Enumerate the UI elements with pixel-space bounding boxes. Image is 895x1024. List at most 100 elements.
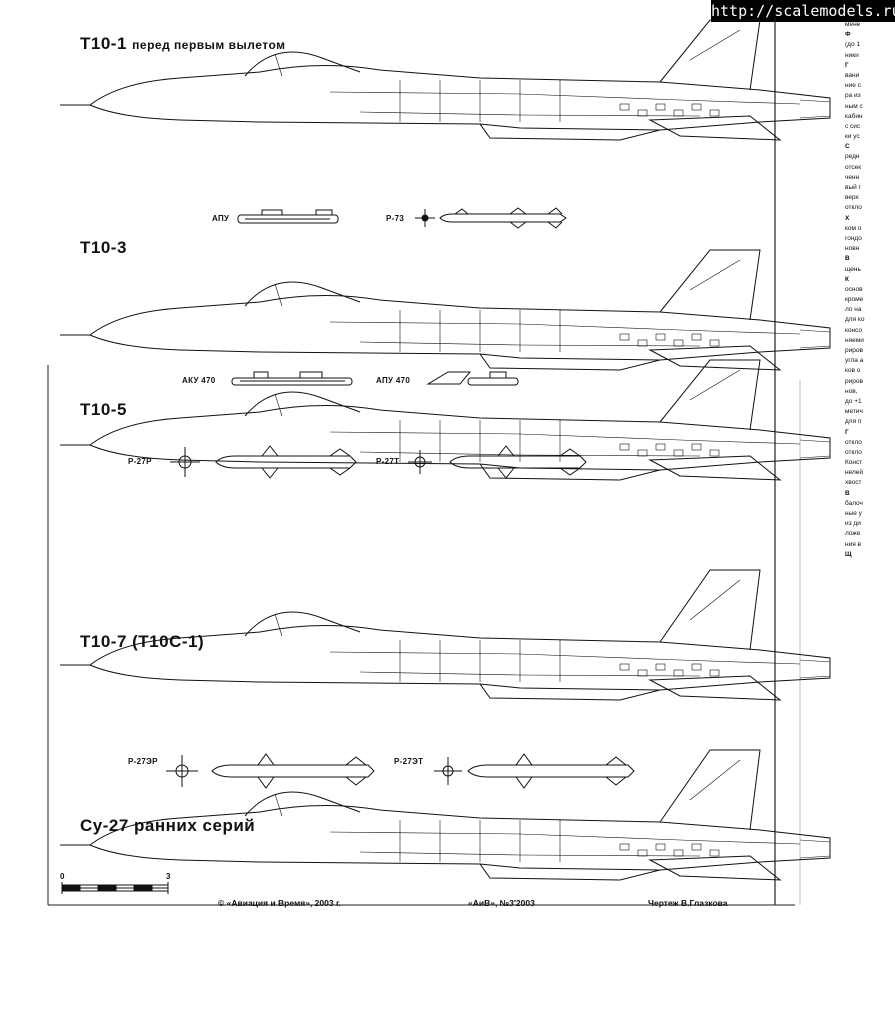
footer-copyright: © «Авиация и Время», 2003 г. <box>218 898 341 908</box>
drawing-title-main: Су-27 ранних серий <box>80 816 256 835</box>
side-text-line: Щ <box>845 550 852 558</box>
intake <box>479 683 661 701</box>
side-text-line: кабин <box>845 112 863 120</box>
drawing-title-main: Т10-7 (Т10С-1) <box>80 632 205 651</box>
side-text-line: хвост <box>845 479 862 487</box>
side-text-line: редн <box>845 153 860 161</box>
side-text-line: ным с <box>845 102 863 110</box>
canopy <box>244 391 361 417</box>
engine-nozzle <box>799 839 831 859</box>
intake <box>479 863 661 881</box>
side-text-line: балоч <box>845 499 863 507</box>
side-text-line: консо <box>845 326 863 334</box>
side-text-line: В <box>845 489 850 497</box>
side-text-line: мене <box>845 21 861 28</box>
aircraft-t10-7 <box>60 569 831 701</box>
aircraft-su27-early <box>60 749 831 881</box>
side-text-line: вани <box>845 71 860 79</box>
side-text-line: откло <box>845 204 862 212</box>
weapon-label-r27r: Р-27Р <box>128 457 152 466</box>
drawing-title: Т10-5 <box>80 400 127 420</box>
side-text-line: угла а <box>845 357 864 365</box>
side-text-line: для ко <box>845 316 865 324</box>
side-text-line: верх <box>845 194 859 202</box>
drawing-title: Т10-7 (Т10С-1) <box>80 632 204 652</box>
side-text-line: основ <box>845 285 863 293</box>
vertical-fin <box>659 249 761 321</box>
scale-bar <box>61 882 169 894</box>
side-text-line: ки ус <box>845 133 860 141</box>
vertical-fin <box>659 569 761 651</box>
horizontal-stabilizer <box>648 855 782 881</box>
weapon-label-r27t: Р-27Т <box>376 457 400 466</box>
side-text-line: Х <box>845 214 850 222</box>
side-text-line: К <box>845 275 849 283</box>
vertical-fin <box>659 19 761 91</box>
side-text-line: нелей <box>845 469 864 477</box>
weapon-label-r27er: Р-27ЭР <box>128 757 158 766</box>
side-text-line: ков о <box>845 367 861 375</box>
side-text-line: Г <box>845 428 849 436</box>
drawing-title-main: Т10-5 <box>80 400 127 419</box>
weapon-apu <box>237 209 339 224</box>
side-text-line: кроме <box>845 296 864 304</box>
canopy <box>244 281 361 307</box>
side-text-line: ком о <box>845 224 862 232</box>
weapon-apu470 <box>426 371 519 386</box>
vertical-fin <box>659 359 761 431</box>
side-text-line: ченн <box>845 173 860 181</box>
weapon-label-r27et: Р-27ЭТ <box>394 757 424 766</box>
fuselage <box>89 804 831 871</box>
scale-end-label: 3 <box>166 872 171 881</box>
side-text-line: ние с <box>845 82 861 90</box>
horizontal-stabilizer <box>648 345 782 371</box>
side-text-line: ра из <box>845 92 861 100</box>
side-text-line: новн <box>845 245 860 253</box>
intake <box>479 123 661 141</box>
weapon-label-apu470: АПУ 470 <box>376 376 411 385</box>
weapon-label-aku470: АКУ 470 <box>182 376 216 385</box>
side-text-line: риров <box>845 377 863 385</box>
drawing-title: Т10-3 <box>80 238 127 258</box>
horizontal-stabilizer <box>648 455 782 481</box>
side-text-line: откло <box>845 438 862 446</box>
side-text-line: Г <box>845 61 849 69</box>
engine-nozzle <box>799 99 831 119</box>
intake <box>479 353 661 371</box>
aircraft-t10-5 <box>60 359 831 481</box>
horizontal-stabilizer <box>648 115 782 141</box>
fuselage <box>89 404 831 471</box>
side-text-line: Конст <box>845 459 863 467</box>
side-text-line: ния в <box>845 540 861 548</box>
canopy <box>244 611 361 637</box>
side-text-line: метич <box>845 408 863 416</box>
weapon-r27t <box>408 445 587 479</box>
drawing-title-main: Т10-1 <box>80 34 127 53</box>
horizontal-stabilizer <box>648 675 782 701</box>
engine-nozzle <box>799 329 831 349</box>
side-text-line: с сис <box>845 122 861 130</box>
drawing-title-sub: перед первым вылетом <box>132 38 286 52</box>
canopy <box>244 51 361 77</box>
side-text-line: риров <box>845 347 863 354</box>
drawing-title: Т10-1 перед первым вылетом <box>80 34 286 54</box>
drawing-title-main: Т10-3 <box>80 238 127 257</box>
side-text-line: ло на <box>845 306 862 314</box>
side-text-line: отсек <box>845 163 862 171</box>
side-text-line: ные у <box>845 510 862 517</box>
side-text-line: из ди <box>845 520 861 528</box>
vertical-fin <box>659 749 761 831</box>
footer-issue: «АиВ», №3'2003 <box>468 898 535 908</box>
engine-nozzle <box>799 659 831 679</box>
aircraft-t10-3 <box>60 249 831 371</box>
engine-nozzle <box>799 439 831 459</box>
intake <box>479 463 661 481</box>
weapon-r27er <box>166 753 375 789</box>
scale-start-label: 0 <box>60 872 65 881</box>
side-text-line: (до 1 <box>845 41 860 49</box>
canopy <box>244 791 361 817</box>
weapon-r73 <box>415 207 567 229</box>
weapon-r27r <box>170 445 357 479</box>
